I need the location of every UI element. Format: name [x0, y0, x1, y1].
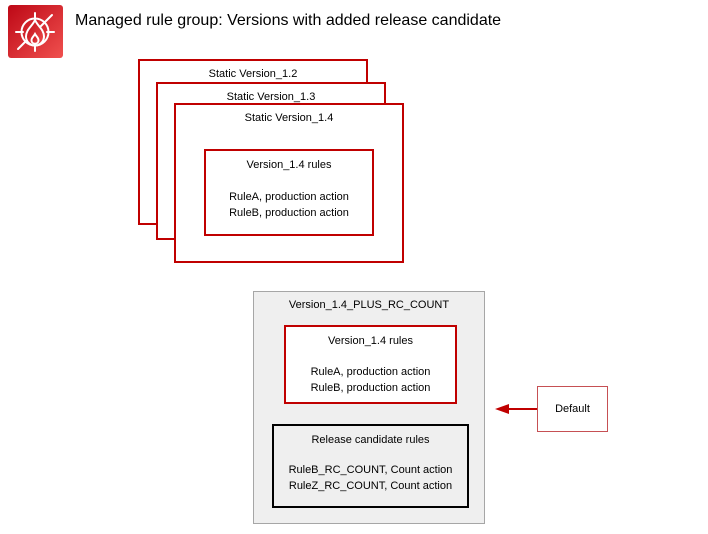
- release-candidate-rules-title: Release candidate rules: [311, 434, 430, 446]
- rule-line-rc-z: RuleZ_RC_COUNT, Count action: [288, 480, 453, 492]
- default-arrow-line: [508, 408, 537, 410]
- rc-version-1-4-rules-box: Version_1.4 rules RuleA, production acti…: [284, 325, 457, 404]
- rule-line-a: RuleA, production action: [310, 366, 431, 378]
- rc-version-1-4-rules-list: RuleA, production action RuleB, producti…: [286, 364, 455, 396]
- version-1-4-plus-rc-count-container: Version_1.4_PLUS_RC_COUNT Version_1.4 ru…: [253, 291, 485, 524]
- waf-icon: [8, 5, 63, 58]
- diagram-title: Managed rule group: Versions with added …: [75, 12, 502, 29]
- static-version-1-2-label: Static Version_1.2: [208, 68, 298, 80]
- default-arrow-head-icon: [495, 404, 509, 414]
- static-version-1-3-label: Static Version_1.3: [226, 91, 316, 103]
- rc-container-title: Version_1.4_PLUS_RC_COUNT: [288, 299, 450, 311]
- rule-line-rc-b: RuleB_RC_COUNT, Count action: [288, 464, 453, 476]
- release-candidate-rules-list: RuleB_RC_COUNT, Count action RuleZ_RC_CO…: [274, 462, 467, 494]
- rc-version-1-4-rules-title: Version_1.4 rules: [328, 335, 413, 347]
- release-candidate-rules-box: Release candidate rules RuleB_RC_COUNT, …: [272, 424, 469, 508]
- static-version-1-4-label: Static Version_1.4: [244, 112, 334, 124]
- default-label-box: Default: [537, 386, 608, 432]
- rule-line-b: RuleB, production action: [310, 382, 431, 394]
- rule-line-b: RuleB, production action: [229, 207, 349, 219]
- default-label: Default: [555, 403, 590, 415]
- version-1-4-rules-box: Version_1.4 rules RuleA, production acti…: [204, 149, 374, 236]
- rule-line-a: RuleA, production action: [229, 191, 349, 203]
- version-1-4-rules-title: Version_1.4 rules: [246, 159, 332, 171]
- version-1-4-rules-list: RuleA, production action RuleB, producti…: [206, 189, 372, 221]
